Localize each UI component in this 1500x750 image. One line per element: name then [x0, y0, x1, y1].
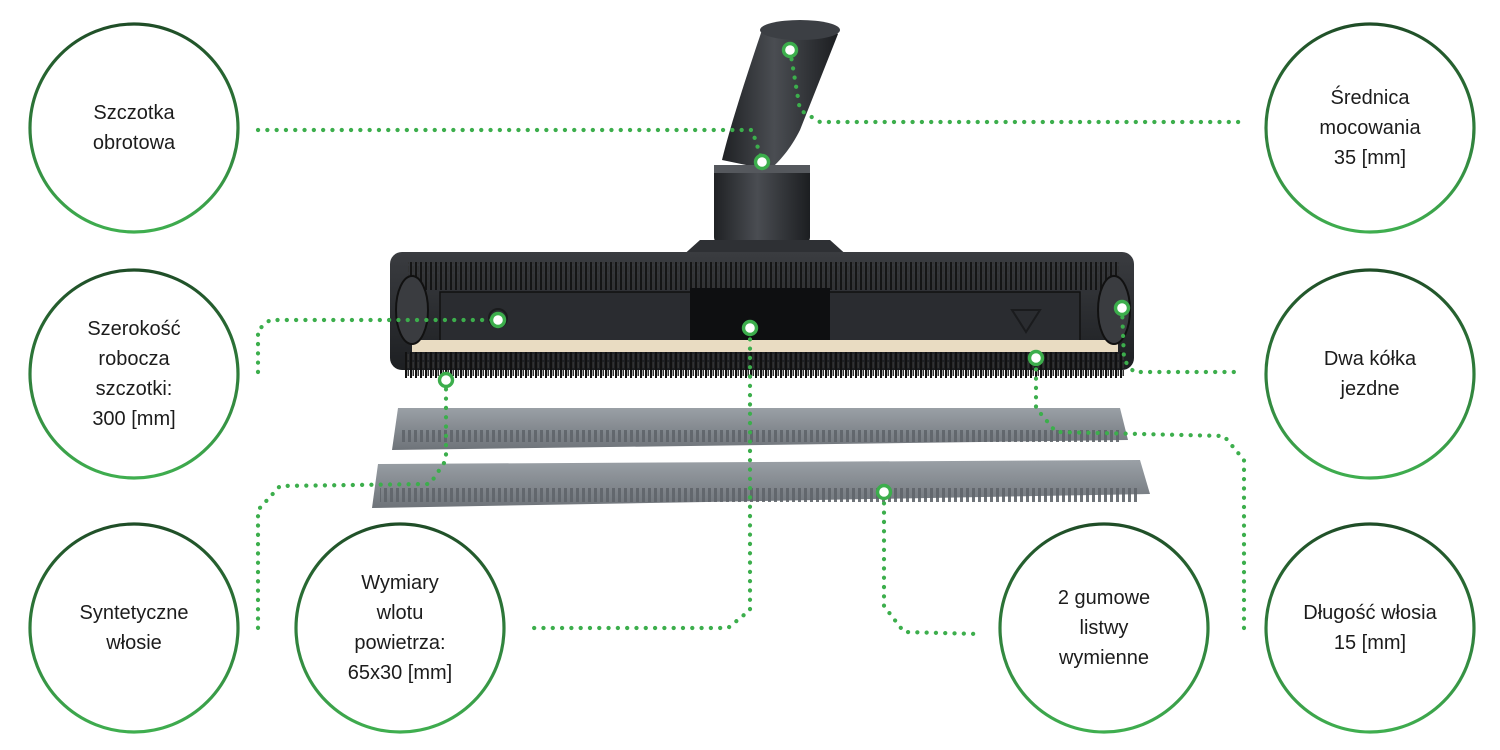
label-text: Średnica mocowania 35 [mm] [1319, 87, 1421, 169]
nozzle-head [390, 252, 1134, 378]
label-text: Dwa kółka jezdne [1323, 348, 1417, 400]
marker-icon [437, 371, 455, 389]
nozzle-pipe [680, 20, 850, 258]
label-text: Syntetyczne włosie [79, 602, 189, 654]
marker-icon [489, 311, 507, 329]
markers [437, 41, 1131, 501]
leader-mount-diameter [787, 47, 1243, 125]
label-text: Szerokość robocza szczotki: 300 [mm] [87, 318, 181, 430]
label-text: Długość włosia 15 [mm] [1303, 602, 1437, 654]
label-text: Szczotka obrotowa [92, 102, 176, 154]
marker-icon [1113, 299, 1131, 317]
marker-icon [741, 319, 759, 337]
label-rubber-strips: 2 gumowe listwy wymienne [999, 523, 1209, 733]
marker-icon [1027, 349, 1045, 367]
pipe-collar [714, 165, 810, 245]
leader-bristle-length [1033, 357, 1247, 639]
marker-icon [781, 41, 799, 59]
marker-icon [875, 483, 893, 501]
rubber-strips [372, 408, 1150, 508]
label-two-wheels: Dwa kółka jezdne [1265, 269, 1475, 479]
label-text: Wymiary wlotu powietrza: 65x30 [mm] [347, 572, 453, 684]
label-inlet-dimensions: Wymiary wlotu powietrza: 65x30 [mm] [295, 523, 505, 733]
marker-icon [753, 153, 771, 171]
label-mount-diameter: Średnica mocowania 35 [mm] [1265, 23, 1475, 233]
leader-rotary-brush [255, 127, 765, 163]
leader-two-wheels [1119, 305, 1243, 375]
label-working-width: Szerokość robocza szczotki: 300 [mm] [29, 269, 239, 479]
top-brush-strip [408, 262, 1120, 290]
label-rotary-brush: Szczotka obrotowa [29, 23, 239, 233]
leader-inlet-dimensions [531, 327, 753, 631]
label-text: 2 gumowe listwy wymienne [1057, 587, 1151, 669]
label-synthetic-bristle: Syntetyczne włosie [29, 523, 239, 733]
label-bristle-length: Długość włosia 15 [mm] [1265, 523, 1475, 733]
left-wheel [395, 275, 429, 345]
air-inlet [690, 288, 830, 346]
leader-synthetic-bristle [255, 377, 449, 631]
bottom-bristle-strip [404, 352, 1124, 378]
leader-lines [255, 47, 1247, 639]
label-rings [28, 22, 1476, 734]
leader-rubber-strips [881, 491, 981, 637]
